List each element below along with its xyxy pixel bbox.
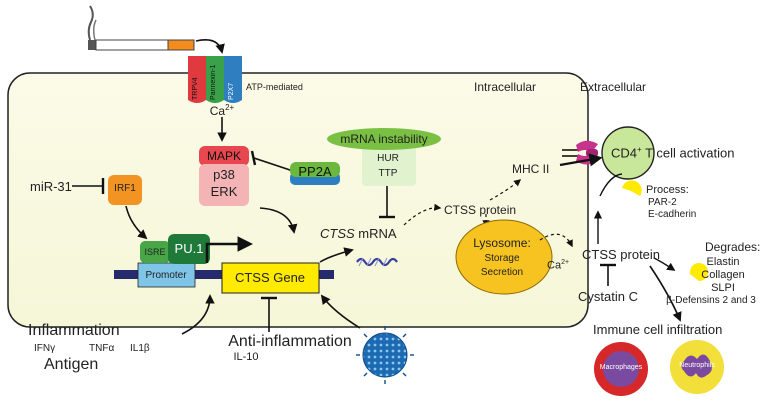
irf1-label: IRF1	[114, 183, 136, 194]
inflammation-arrow	[181, 294, 215, 335]
immune-infiltration-label: Immune cell infiltration	[593, 322, 723, 337]
antigen-label: Antigen	[44, 356, 99, 373]
pannexin-label: Pannexin-1	[210, 64, 217, 100]
cd4-label: CD4+ T cell activation	[611, 145, 735, 161]
cystatin-c-label: Cystatin C	[578, 289, 638, 304]
irf1-box	[108, 175, 142, 205]
degrades-item-slpi: SLPI	[711, 282, 735, 294]
mapk-erk: ERK	[210, 184, 238, 199]
inflammation-ifn: IFNγ	[34, 343, 56, 354]
isre-label: ISRE	[144, 247, 166, 257]
transcription-start-arrow	[205, 236, 254, 263]
process-item-ecadherin: E-cadherin	[648, 209, 697, 220]
process-title: Process:	[646, 184, 689, 196]
mrna-instability-label: mRNA instability	[340, 132, 428, 146]
ctss-gene-box	[221, 262, 320, 294]
ctss-to-degrades-arrow	[653, 257, 676, 271]
lysosome-secretion: Secretion	[480, 267, 524, 278]
lysosome-title: Lysosome:	[473, 236, 531, 250]
promoter-box	[137, 262, 196, 288]
mrna-strand-icon	[356, 257, 398, 267]
irf1-to-isre-arrow	[125, 205, 148, 240]
smoke-arrow	[195, 39, 225, 54]
p2x7-label: P2X7	[228, 82, 235, 100]
ca-label-lysosome: Ca2+	[547, 259, 570, 272]
mir31-label: miR-31	[30, 179, 72, 194]
ctss-protein-extra-label: CTSS protein	[582, 247, 661, 262]
mapk-to-gene-arrow	[259, 207, 298, 234]
degrades-pacman-icon	[690, 263, 708, 281]
inflammation-tnf: TNFα	[89, 343, 115, 354]
ca-label-top: Ca2+	[209, 103, 235, 118]
protein-to-mhc-arrow	[489, 179, 522, 201]
ctss-to-infiltration-arrow	[649, 265, 682, 322]
trpv4-channel	[188, 56, 206, 103]
anti-inflammation-title: Anti-inflammation	[228, 333, 352, 350]
pu1-label: PU.1	[174, 241, 204, 256]
extracellular-label: Extracellular	[580, 80, 647, 94]
degrades-title: Degrades:	[705, 240, 761, 254]
mapk-title: MAPK	[206, 149, 242, 163]
pp2a-complex	[290, 162, 340, 185]
ttp-label: TTP	[378, 168, 398, 179]
atp-mediated-label: ATP-mediated	[246, 82, 303, 92]
degrades-item-defensins: β-Defensins 2 and 3	[666, 295, 756, 306]
neutrophils-label: Neutrophils	[679, 362, 715, 369]
mhc-ii-label: MHC II	[512, 162, 550, 176]
trpv4-label: TRPV4	[192, 77, 199, 100]
mrna-to-protein-arrow	[403, 203, 442, 226]
cd4-t-cell	[601, 126, 655, 180]
pp2a-inhibits-mapk	[253, 157, 297, 173]
ctss-protein-intra-label: CTSS protein	[444, 203, 517, 217]
lysosome-storage: Storage	[484, 253, 520, 264]
pu1-box	[168, 234, 210, 264]
mapk-p38: p38	[213, 167, 235, 182]
inflammation-title: Inflammation	[28, 322, 120, 339]
mapk-box	[199, 146, 249, 206]
intracellular-label: Intracellular	[474, 80, 537, 94]
isre-box	[140, 241, 170, 263]
mhc-to-cd4-arrow	[559, 153, 603, 167]
macrophages-label: Macrophages	[599, 364, 643, 371]
pannexin-channel	[206, 56, 224, 103]
pp2a-label: PP2A	[298, 164, 332, 179]
il10-label: IL-10	[233, 351, 259, 363]
hur-ttp-panel	[362, 146, 416, 186]
lysosome	[455, 219, 553, 295]
process-item-par2: PAR-2	[648, 197, 677, 208]
cigarette-icon	[87, 5, 195, 51]
virus-icon	[356, 326, 414, 384]
hur-label: HUR	[377, 153, 399, 164]
promoter-label: Promoter	[145, 270, 187, 281]
lysosome-secretion-arrow	[539, 233, 573, 248]
degrades-item-collagen: Collagen	[701, 269, 745, 281]
mrna-instability-banner	[327, 128, 441, 150]
receptor-cluster	[188, 56, 242, 103]
process-pacman-icon	[622, 180, 642, 196]
ctss-mrna-label: CTSS mRNA	[320, 226, 397, 241]
gene-to-mrna-arrow	[319, 247, 354, 263]
virus-arrow	[320, 294, 361, 329]
ctss-gene-label: CTSS Gene	[234, 270, 306, 285]
degrades-item-elastin: Elastin	[706, 256, 740, 268]
inflammation-il1b: IL1β	[130, 343, 150, 354]
ctss-to-process-line	[599, 173, 623, 197]
p2x7-channel	[224, 56, 242, 103]
